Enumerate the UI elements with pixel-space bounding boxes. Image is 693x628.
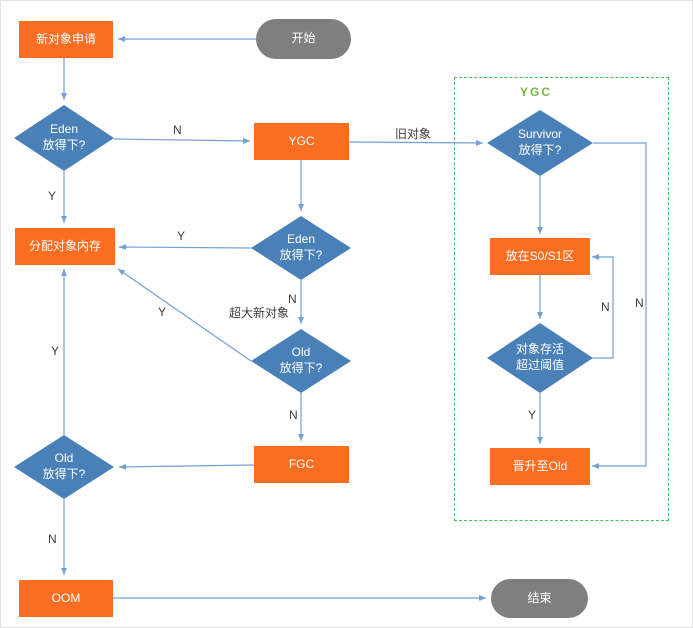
node-old-fit-left-line1: Old <box>54 451 74 466</box>
node-old-fit-center-line1: Old <box>291 345 311 360</box>
node-eden-fit-2-line2: 放得下? <box>279 248 323 262</box>
edge-label-eden2-y: Y <box>177 229 186 243</box>
edge-eden1-to-ygc <box>113 137 251 144</box>
node-s0s1-area: 放在S0/S1区 <box>490 238 590 275</box>
edge-label-old-n: N <box>289 408 298 422</box>
node-survive-threshold-line1: 对象存活 <box>515 342 564 357</box>
edge-label-eden1-y: Y <box>48 189 57 203</box>
edge-survivor-to-promote <box>592 142 647 469</box>
edge-old-to-allocate <box>117 268 252 362</box>
edge-label-eden2-n: N <box>288 292 297 306</box>
edge-label-survivor-n: N <box>635 296 644 310</box>
edge-label-threshold-y: Y <box>528 408 537 422</box>
node-oom: OOM <box>19 580 113 617</box>
node-eden-fit-1-line1: Eden <box>49 122 79 137</box>
node-start: 开始 <box>256 19 351 59</box>
node-old-fit-left-line2: 放得下? <box>42 467 86 481</box>
node-new-object-request: 新对象申请 <box>19 21 113 58</box>
ygc-group-label: YGC <box>520 85 553 99</box>
edge-label-oldleft-y: Y <box>51 344 60 358</box>
node-allocate-memory: 分配对象内存 <box>15 228 115 265</box>
node-survivor-fit-line2: 放得下? <box>518 143 562 157</box>
node-survive-threshold-line2: 超过阈值 <box>515 358 564 372</box>
edge-label-huge-object: 超大新对象 <box>229 306 290 320</box>
edge-eden2-to-allocate <box>118 244 252 251</box>
edge-label-old-object: 旧对象 <box>395 127 432 141</box>
edge-label-oldleft-n: N <box>48 532 57 546</box>
edge-label-threshold-n: N <box>601 300 610 314</box>
edge-threshold-loop-to-s0s1 <box>592 254 614 359</box>
node-end: 结束 <box>491 579 588 618</box>
edge-label-old-diag-y: Y <box>158 305 167 319</box>
node-eden-fit-1-line2: 放得下? <box>42 138 86 152</box>
node-promote-to-old: 晋升至Old <box>490 448 590 485</box>
node-survivor-fit-line1: Survivor <box>517 127 562 142</box>
edge-label-eden1-n: N <box>173 123 182 137</box>
edge-ygc-to-survivor <box>348 139 484 146</box>
node-ygc: YGC <box>254 123 349 160</box>
node-eden-fit-2-line1: Eden <box>286 232 316 247</box>
edge-fgc-to-old-left <box>118 463 255 470</box>
ygc-group-box <box>454 77 669 521</box>
node-old-fit-center-line2: 放得下? <box>279 361 323 375</box>
node-fgc: FGC <box>254 446 349 483</box>
